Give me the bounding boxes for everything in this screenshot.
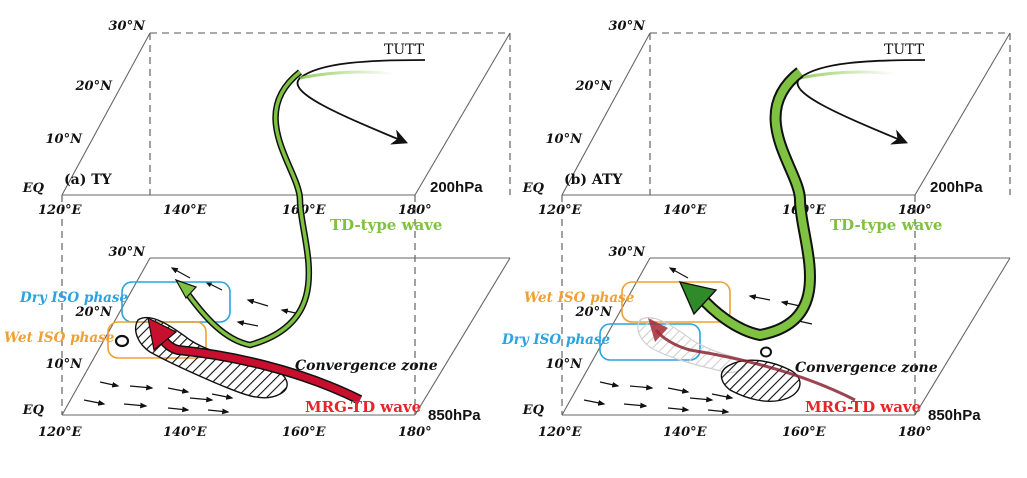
lat-label-30n-lower: 30°N <box>109 245 147 260</box>
lat-label-30n-upper: 30°N <box>109 19 147 34</box>
lon-label-140e-upper: 140°E <box>163 203 208 218</box>
convergence-label: Convergence zone <box>295 358 438 374</box>
lat-label-30n-upper: 30°N <box>609 19 647 34</box>
lat-label-20n-upper: 20°N <box>575 79 614 94</box>
panel-a: 30°N 20°N 10°N EQ 120°E 140°E 160°E 180°… <box>4 19 511 440</box>
lat-label-20n-upper: 20°N <box>75 79 114 94</box>
lower-plane <box>61 257 511 416</box>
lat-label-eq-lower: EQ <box>522 403 545 418</box>
lon-label-160e-upper: 160°E <box>282 203 327 218</box>
mrg-wave-label: MRG-TD wave <box>305 398 421 416</box>
mrg-wave-arrow <box>147 316 363 405</box>
lon-label-120e-upper: 120°E <box>38 203 83 218</box>
lat-label-30n-lower: 30°N <box>609 245 647 260</box>
lon-label-140e-upper: 140°E <box>663 203 708 218</box>
td-wave-label: TD-type wave <box>830 216 942 234</box>
upper-level-label: 200hPa <box>430 179 483 196</box>
lat-label-20n-lower: 20°N <box>575 305 614 320</box>
lon-label-140e-lower: 140°E <box>163 425 208 440</box>
td-wave-arrow <box>678 67 816 342</box>
iso-bottom-label: Wet ISO phase <box>4 330 115 346</box>
tutt-label: TUTT <box>884 42 925 58</box>
iso-top-label: Wet ISO phase <box>524 290 635 306</box>
convergence-label: Convergence zone <box>795 360 938 376</box>
tutt-label: TUTT <box>384 42 425 58</box>
lower-plane <box>561 257 1011 416</box>
lat-label-10n-lower: 10°N <box>46 357 84 372</box>
lon-label-140e-lower: 140°E <box>663 425 708 440</box>
lower-level-label: 850hPa <box>428 407 481 424</box>
lon-label-160e-lower: 160°E <box>782 425 827 440</box>
lon-label-120e-upper: 120°E <box>538 203 583 218</box>
wind-vectors <box>583 267 813 415</box>
lat-label-eq-upper: EQ <box>22 181 45 196</box>
lon-label-160e-lower: 160°E <box>282 425 327 440</box>
lat-label-10n-lower: 10°N <box>546 357 584 372</box>
iso-top-box <box>621 281 731 323</box>
lat-label-10n-upper: 10°N <box>546 132 584 147</box>
td-wave-label: TD-type wave <box>330 216 442 234</box>
wind-vectors <box>83 267 301 415</box>
td-wave-arrow <box>174 69 313 349</box>
cyclone-icon <box>114 334 130 348</box>
lon-label-180-upper: 180° <box>398 203 432 218</box>
convergence-zone <box>720 359 801 402</box>
panel-label: (b) ATY <box>564 172 623 188</box>
iso-top-box <box>121 281 231 323</box>
mrg-wave-arrow <box>648 318 856 402</box>
upper-plane <box>61 32 511 415</box>
lat-label-eq-upper: EQ <box>522 181 545 196</box>
lon-label-180-lower: 180° <box>398 425 432 440</box>
lat-label-10n-upper: 10°N <box>46 132 84 147</box>
upper-plane <box>561 32 1011 415</box>
tutt-arrow <box>296 59 426 145</box>
upper-level-label: 200hPa <box>930 179 983 196</box>
mrg-wave-label: MRG-TD wave <box>805 398 921 416</box>
lower-level-label: 850hPa <box>928 407 981 424</box>
iso-bottom-label: Dry ISO phase <box>501 332 610 348</box>
lat-label-eq-lower: EQ <box>22 403 45 418</box>
lon-label-180-upper: 180° <box>898 203 932 218</box>
lon-label-120e-lower: 120°E <box>38 425 83 440</box>
iso-top-label: Dry ISO phase <box>19 290 128 306</box>
lon-label-180-lower: 180° <box>898 425 932 440</box>
lat-label-20n-lower: 20°N <box>75 305 114 320</box>
lon-label-120e-lower: 120°E <box>538 425 583 440</box>
panel-b: 30°N 20°N 10°N EQ 120°E 140°E 160°E 180°… <box>501 19 1011 440</box>
tutt-arrow <box>796 59 926 145</box>
panel-label: (a) TY <box>64 172 113 188</box>
cyclone-icon <box>760 346 772 358</box>
